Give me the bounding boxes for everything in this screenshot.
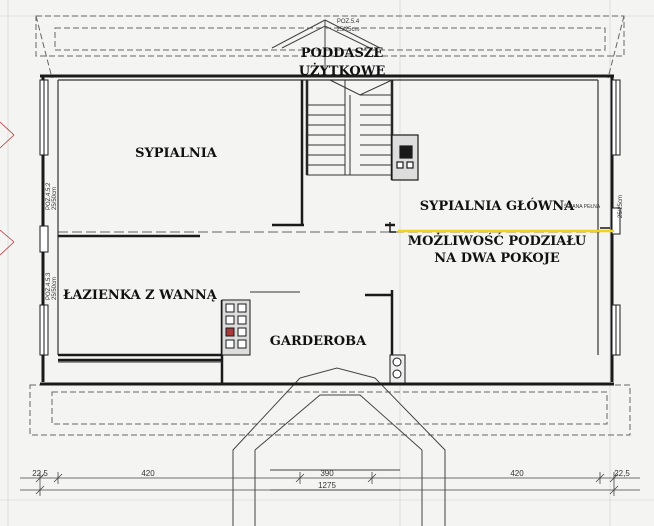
utility-box <box>389 354 406 384</box>
attic-label-line2: UŻYTKOWE <box>299 63 386 79</box>
split-note-line1: MOŻLIWOŚĆ PODZIAŁU <box>408 232 587 249</box>
chimney-upper <box>391 134 419 181</box>
right-windows <box>611 79 621 356</box>
dimension-total-width: 1275 <box>318 481 336 490</box>
bedroom-label: SYPIALNIA <box>135 146 218 161</box>
dimension-lines <box>20 472 640 496</box>
margin-marks <box>0 121 15 256</box>
window-left-2-size: 25/50cm <box>52 277 58 300</box>
staircase <box>306 79 393 176</box>
window-right-size: 25/25cm <box>618 195 624 218</box>
split-note-line2: NA DWA POKOJE <box>434 251 560 266</box>
wall-marks <box>389 222 610 233</box>
attic-label-line1: PODDASZE <box>301 46 384 61</box>
window-left-2-label: POZ.4.5.3 <box>46 272 52 300</box>
dimension-right-margin: 22,5 <box>614 469 630 478</box>
dimension-right-span: 420 <box>510 469 524 478</box>
dimension-left-margin: 22,5 <box>32 469 48 478</box>
window-top-size: 25/25cm <box>336 27 359 33</box>
exterior-walls-inner <box>57 79 599 355</box>
top-dormer <box>271 19 381 70</box>
master-bedroom-label: SYPIALNIA GŁÓWNA <box>420 197 575 214</box>
roof-outline <box>29 15 631 436</box>
window-left-1-size: 25/50cm <box>52 187 58 210</box>
dimension-left-span: 420 <box>141 469 155 478</box>
wardrobe-label: GARDEROBA <box>270 334 367 349</box>
dimension-center-span: 390 <box>320 469 334 478</box>
window-left-1-label: POZ.4.5.2 <box>46 182 52 210</box>
window-top-label: POZ.5.4 <box>337 19 360 25</box>
chimney-lower <box>221 299 251 356</box>
right-wall-label: ŚCIANA PEŁNA <box>564 202 601 210</box>
left-windows <box>39 79 49 356</box>
bathroom-label: ŁAZIENKA Z WANNĄ <box>63 288 218 303</box>
